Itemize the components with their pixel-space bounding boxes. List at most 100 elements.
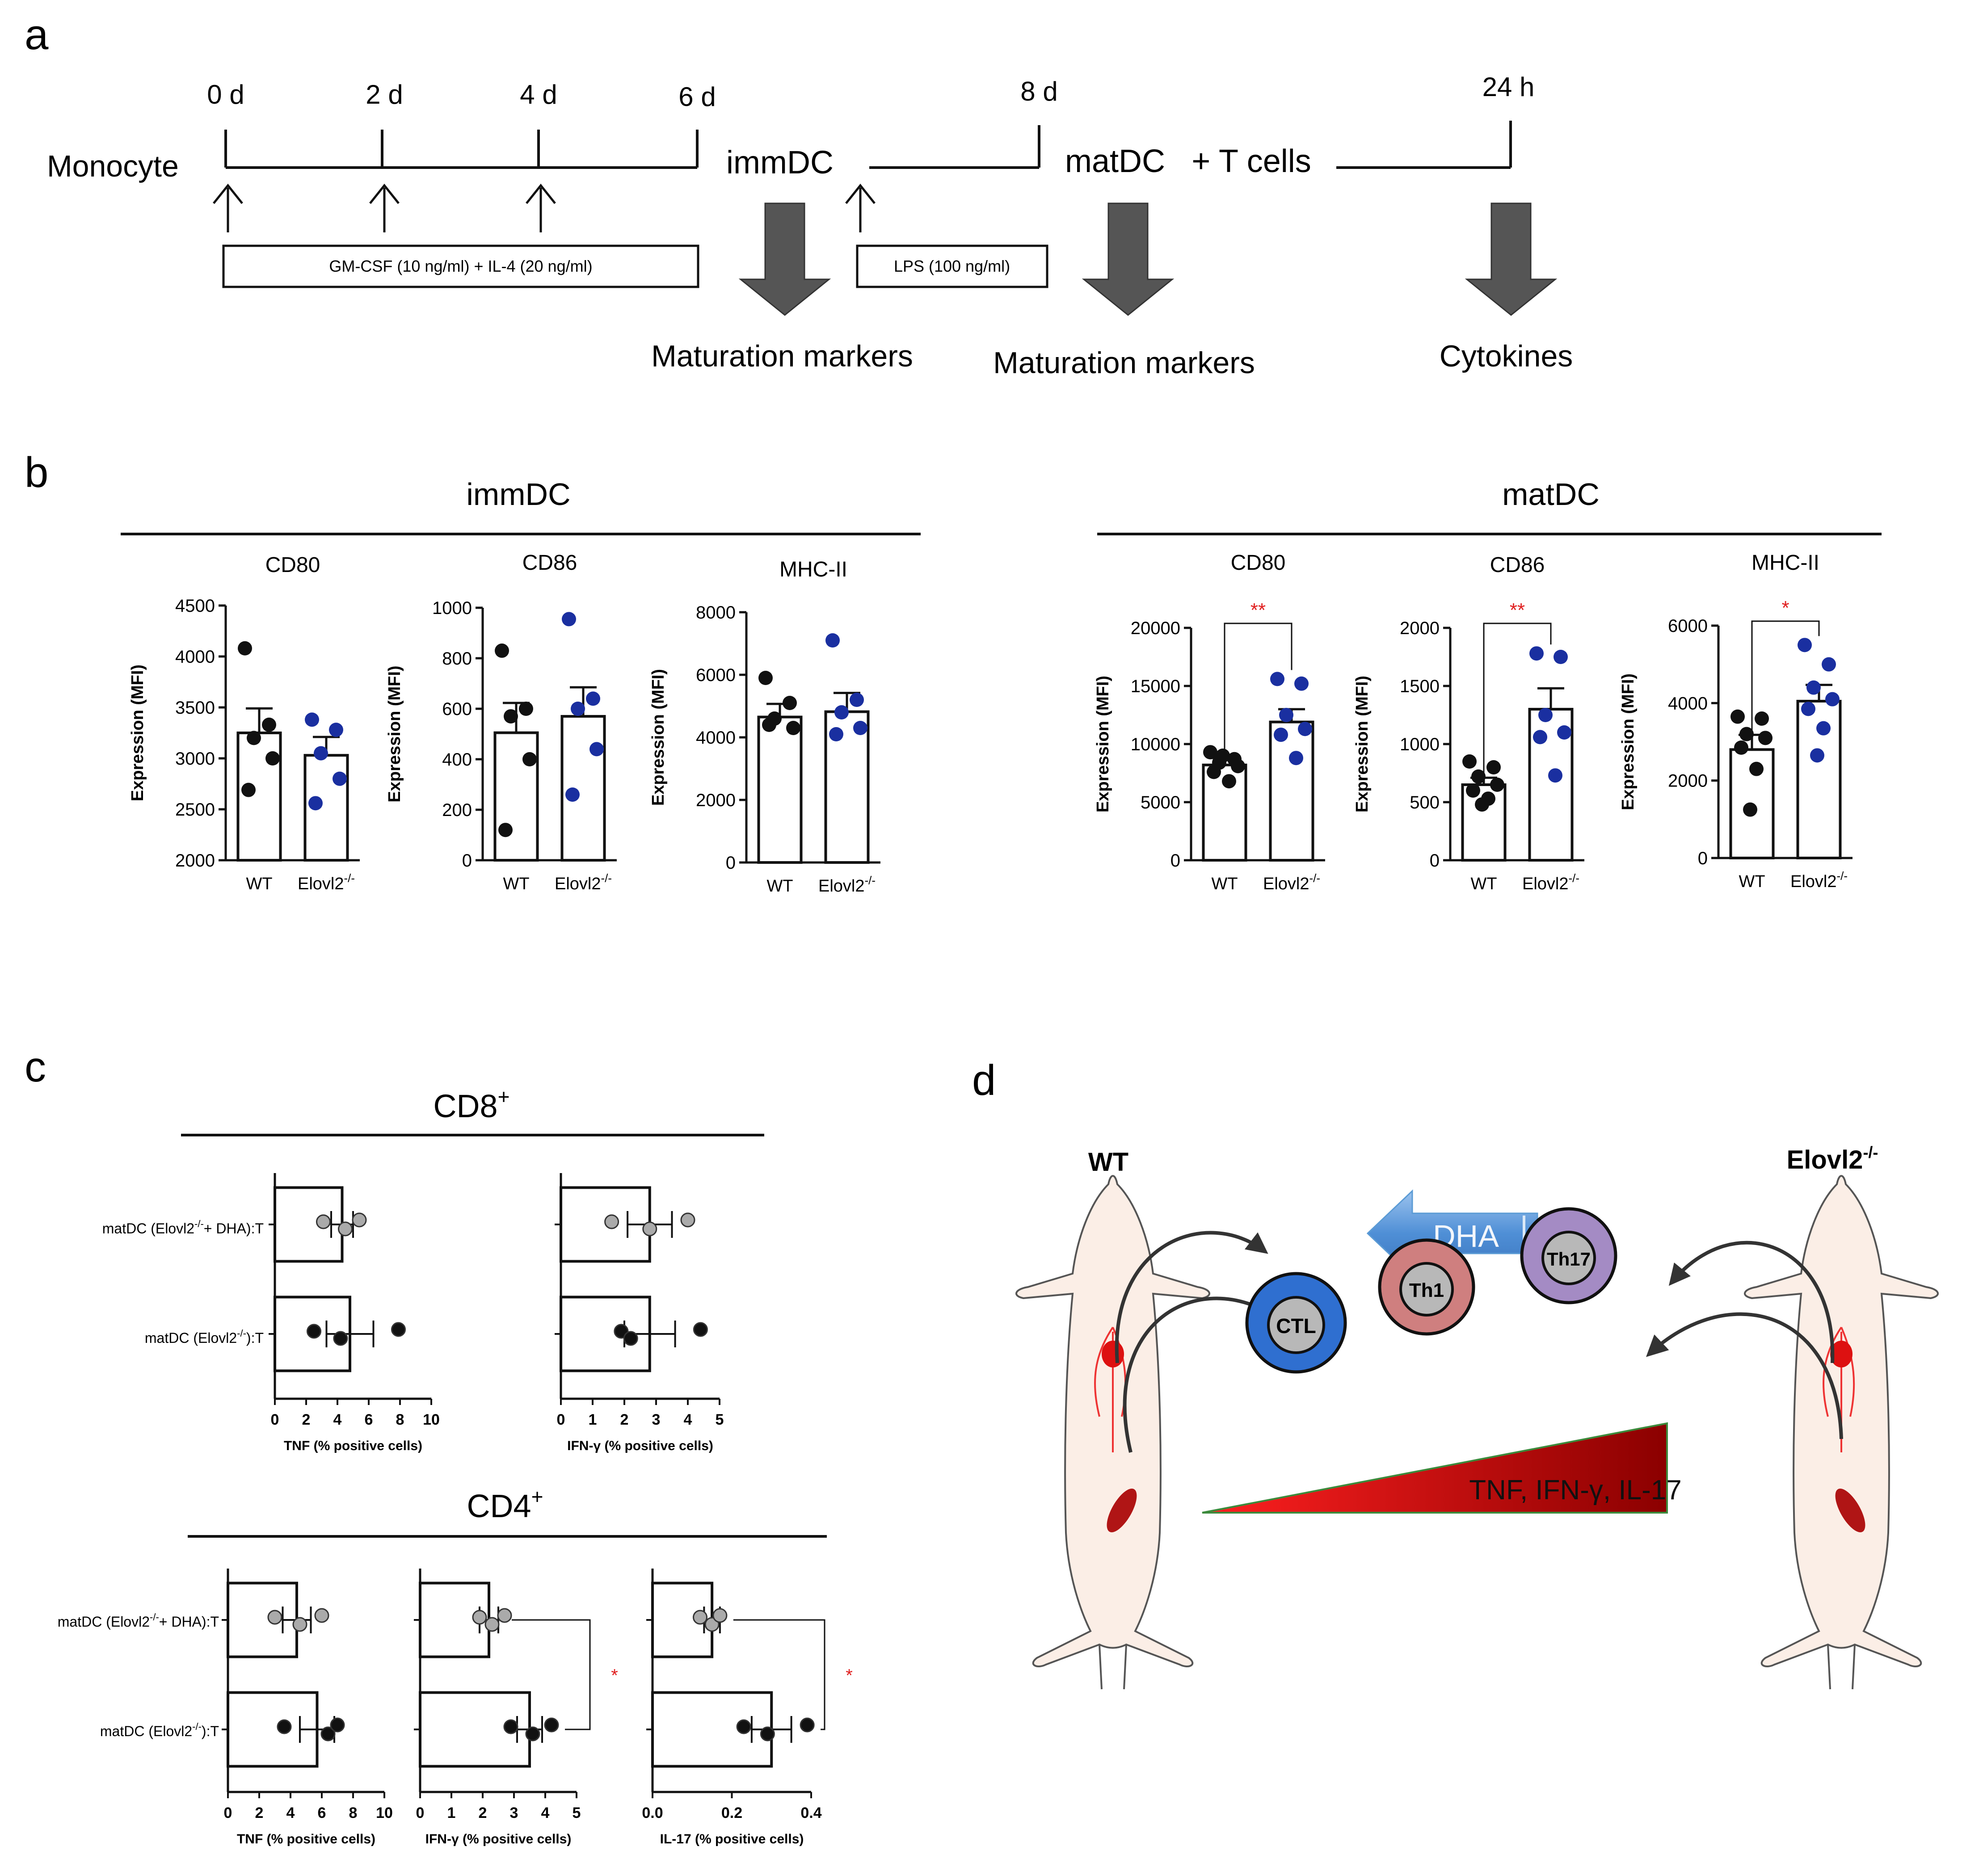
schematic-panel-d: DHA TNF, IFN-γ, IL-17 CTL Th1 Th17 WT El… (1015, 1143, 1939, 1690)
significance-bracket (1751, 620, 1820, 731)
data-point (1749, 761, 1764, 776)
readout-label-matdc: Maturation markers (993, 346, 1255, 380)
x-tick-label: 5 (716, 1411, 724, 1428)
data-point (497, 1608, 512, 1623)
panel-letter-a: a (25, 11, 49, 59)
y-tick-label: 8000 (696, 603, 736, 623)
ko-label: Elovl2-/- (1787, 1143, 1878, 1174)
data-point (850, 693, 864, 707)
data-point (786, 721, 800, 735)
data-point (758, 671, 773, 685)
ko-curved-arrow-upper (1668, 1241, 1835, 1363)
data-point (604, 1214, 619, 1229)
data-point (1486, 760, 1501, 774)
x-axis-label: IFN-γ (% positive cells) (425, 1832, 572, 1847)
cd4-title: CD4+ (467, 1485, 543, 1524)
x-category-label: Elovl2-/- (555, 871, 612, 893)
data-point (484, 1617, 500, 1632)
y-tick-label: 200 (442, 800, 472, 820)
y-tick-label: 0 (1430, 851, 1440, 871)
y-tick-label: 800 (442, 649, 472, 669)
x-tick-label: 4 (684, 1411, 692, 1428)
data-point (1471, 769, 1486, 784)
data-point (267, 1610, 282, 1625)
gradient-label: TNF, IFN-γ, IL-17 (1469, 1475, 1681, 1506)
y-axis-label: Expression (MFI) (128, 665, 147, 801)
x-tick-label: 2 (479, 1804, 487, 1821)
chart-title: MHC-II (779, 558, 847, 581)
x-tick-label: 8 (396, 1411, 404, 1428)
data-point (760, 1726, 775, 1741)
tick-label-0d: 0 d (207, 80, 244, 109)
wt-label: WT (1088, 1148, 1128, 1177)
th1-label: Th1 (1409, 1279, 1444, 1301)
y-tick-label: 20000 (1131, 618, 1180, 638)
significance-label: * (611, 1666, 618, 1686)
y-tick-label: 3500 (175, 698, 215, 718)
y-tick-label: 6000 (696, 665, 736, 685)
data-point (712, 1608, 728, 1623)
data-point (562, 612, 576, 627)
data-point (565, 787, 580, 802)
tick-label-4d: 4 d (520, 80, 557, 109)
data-point (247, 731, 261, 745)
x-category-label: WT (766, 877, 793, 896)
y-tick-label: 1000 (432, 598, 472, 618)
data-point (305, 712, 319, 727)
x-tick-label: 6 (365, 1411, 373, 1428)
data-point (333, 771, 347, 786)
data-point (1538, 708, 1553, 722)
x-category-label: WT (503, 875, 529, 893)
data-point (1798, 638, 1812, 652)
data-point (525, 1726, 540, 1741)
cd8-row-label-ko: matDC (Elovl2-/-):T (145, 1328, 264, 1346)
readout-arrows (738, 202, 1558, 316)
x-tick-label: 4 (333, 1411, 342, 1428)
y-tick-label: 1000 (1400, 735, 1440, 754)
x-tick-label: 1 (447, 1804, 456, 1821)
data-point (503, 1719, 518, 1734)
cd4-row-label-ko: matDC (Elovl2-/-):T (100, 1721, 219, 1739)
x-tick-label: 2 (302, 1411, 311, 1428)
y-axis-label: Expression (MFI) (649, 669, 668, 806)
y-axis-label: Expression (MFI) (1094, 676, 1112, 812)
data-point (829, 727, 843, 741)
tick-label-8d: 8 d (1020, 76, 1057, 106)
data-point (330, 1717, 345, 1733)
readout-label-immdc: Maturation markers (651, 339, 913, 373)
x-tick-label: 1 (589, 1411, 597, 1428)
data-point (314, 1608, 329, 1623)
data-point (1557, 725, 1571, 740)
data-point (1289, 751, 1303, 766)
chart-title: MHC-II (1751, 551, 1819, 575)
x-tick-label: 5 (573, 1804, 581, 1821)
data-point (1554, 650, 1568, 664)
data-point (522, 752, 537, 766)
significance-bracket (512, 1619, 591, 1730)
data-point (1216, 749, 1230, 763)
data-point (1279, 708, 1293, 722)
data-point (1294, 676, 1309, 691)
data-point (544, 1717, 559, 1733)
y-tick-label: 0 (1170, 851, 1180, 871)
wt-mouse-illustration (1015, 1175, 1210, 1690)
y-tick-label: 10000 (1131, 735, 1180, 754)
x-tick-label: 6 (318, 1804, 326, 1821)
data-point (1298, 722, 1312, 736)
data-point (308, 796, 323, 811)
data-point (1734, 740, 1748, 755)
immdc-stage-label: immDC (726, 145, 834, 181)
x-category-label: Elovl2-/- (1790, 869, 1848, 891)
data-point (571, 702, 585, 716)
x-tick-label: 0.2 (721, 1804, 742, 1821)
significance-label: ** (1510, 599, 1525, 621)
y-axis-label: Expression (MFI) (385, 665, 404, 802)
data-point (1801, 702, 1815, 716)
x-axis-label: TNF (% positive cells) (237, 1832, 375, 1847)
data-point (589, 742, 604, 757)
data-point (834, 705, 849, 719)
